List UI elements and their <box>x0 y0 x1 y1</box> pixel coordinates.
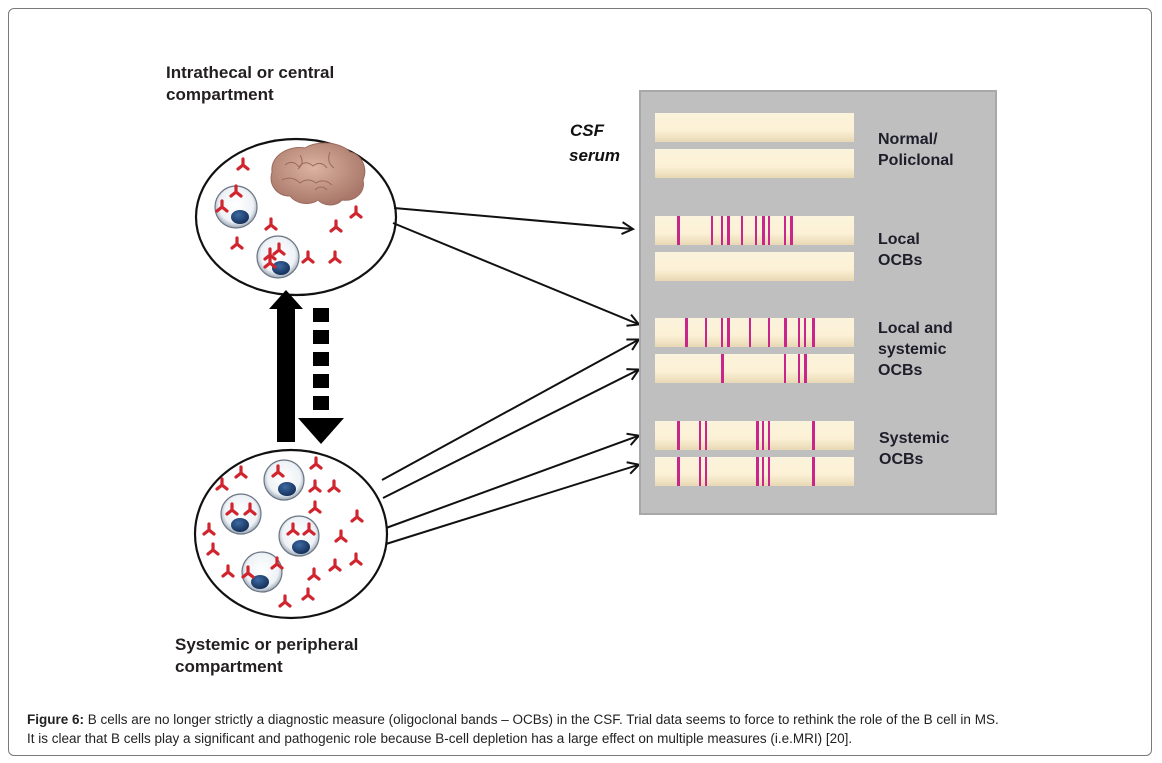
oligoclonal-band <box>685 318 688 347</box>
group-label-line: systemic <box>878 341 947 358</box>
gel-strip-local-and-systemic-ocbs-csf <box>655 318 854 347</box>
serum-label: serum <box>569 146 621 165</box>
gel-panel: Normal/ Policlonal Local OCBs Local and … <box>639 90 997 515</box>
oligoclonal-band <box>741 216 743 245</box>
gel-strip-local-ocbs-serum <box>655 252 854 281</box>
connector-arrows <box>381 207 638 545</box>
group-label-line: Normal/ <box>878 131 938 148</box>
oligoclonal-band <box>812 318 815 347</box>
oligoclonal-band <box>784 216 786 245</box>
b-cell-icon <box>241 551 283 593</box>
oligoclonal-band <box>790 216 793 245</box>
caption-line-1: Figure 6: B cells are no longer strictly… <box>27 710 1137 729</box>
oligoclonal-band <box>768 216 770 245</box>
oligoclonal-band <box>762 216 765 245</box>
oligoclonal-band <box>768 318 770 347</box>
oligoclonal-band <box>677 457 680 486</box>
group-label-line: Local <box>878 231 920 248</box>
gel-strip-local-and-systemic-ocbs-serum <box>655 354 854 383</box>
oligoclonal-band <box>804 318 806 347</box>
csf-label: CSF <box>570 121 604 140</box>
b-cell-icon <box>214 185 258 229</box>
oligoclonal-band <box>784 354 786 383</box>
bottom-compartment-label-line1: Systemic or peripheral <box>175 635 359 654</box>
b-cell-icon <box>263 459 305 501</box>
oligoclonal-band <box>721 216 723 245</box>
oligoclonal-band <box>677 421 680 450</box>
group-label-line: Local and <box>878 320 953 337</box>
oligoclonal-band <box>756 457 759 486</box>
group-label-line: OCBs <box>878 252 923 269</box>
oligoclonal-band <box>768 421 770 450</box>
oligoclonal-band <box>721 354 724 383</box>
gel-strip-local-ocbs-csf <box>655 216 854 245</box>
oligoclonal-band <box>699 457 701 486</box>
gel-strip-systemic-ocbs-csf <box>655 421 854 450</box>
oligoclonal-band <box>804 354 807 383</box>
group-label-line: Policlonal <box>878 152 954 169</box>
oligoclonal-band <box>727 318 730 347</box>
oligoclonal-band <box>756 421 759 450</box>
bottom-compartment-label-line2: compartment <box>175 657 283 676</box>
oligoclonal-band <box>721 318 723 347</box>
oligoclonal-band <box>812 421 815 450</box>
oligoclonal-band <box>755 216 757 245</box>
group-label-line: OCBs <box>879 451 924 468</box>
gel-strip-normal-policlonal-csf <box>655 113 854 142</box>
oligoclonal-band <box>798 318 800 347</box>
bottom-compartment-label: Systemic or peripheral compartment <box>175 634 358 678</box>
arrow-peripheral-to-local-systemic-serum <box>382 370 638 499</box>
group-label-local-and-systemic-ocbs: Local and systemic OCBs <box>878 318 953 381</box>
arrow-peripheral-to-local-systemic-csf <box>381 340 638 481</box>
oligoclonal-band <box>711 216 713 245</box>
figure-caption: Figure 6: B cells are no longer strictly… <box>27 710 1137 748</box>
top-compartment-label: Intrathecal or central compartment <box>166 62 334 106</box>
caption-text-1: B cells are no longer strictly a diagnos… <box>84 712 999 727</box>
group-label-line: OCBs <box>878 362 923 379</box>
oligoclonal-band <box>705 421 707 450</box>
caption-prefix: Figure 6: <box>27 712 85 727</box>
top-compartment-label-line1: Intrathecal or central <box>166 63 335 82</box>
group-label-normal-policlonal: Normal/ Policlonal <box>878 129 954 171</box>
oligoclonal-band <box>812 457 815 486</box>
oligoclonal-band <box>762 421 764 450</box>
group-label-systemic-ocbs: Systemic OCBs <box>879 428 949 470</box>
oligoclonal-band <box>762 457 764 486</box>
caption-line-2: It is clear that B cells play a signific… <box>27 731 853 746</box>
b-cell-icon <box>256 235 300 279</box>
brain-icon <box>270 142 366 206</box>
figure-frame <box>8 8 1152 756</box>
oligoclonal-band <box>705 318 707 347</box>
oligoclonal-band <box>705 457 707 486</box>
oligoclonal-band <box>768 457 770 486</box>
dashed-down-arrow <box>298 308 344 444</box>
oligoclonal-band <box>699 421 701 450</box>
arrow-central-to-local-systemic <box>392 222 638 324</box>
oligoclonal-band <box>784 318 787 347</box>
oligoclonal-band <box>798 354 800 383</box>
gel-strip-systemic-ocbs-serum <box>655 457 854 486</box>
oligoclonal-band <box>749 318 751 347</box>
gel-strip-normal-policlonal-serum <box>655 149 854 178</box>
arrow-peripheral-to-systemic-csf <box>385 436 638 529</box>
top-compartment-label-line2: compartment <box>166 85 274 104</box>
group-label-line: Systemic <box>879 430 950 447</box>
solid-up-arrow <box>269 290 303 442</box>
group-label-local-ocbs: Local OCBs <box>878 229 922 271</box>
arrow-to-local-ocbs <box>393 207 632 229</box>
b-cell-icon <box>278 515 320 557</box>
oligoclonal-band <box>677 216 680 245</box>
arrow-peripheral-to-systemic-serum <box>385 465 638 545</box>
oligoclonal-band <box>727 216 730 245</box>
